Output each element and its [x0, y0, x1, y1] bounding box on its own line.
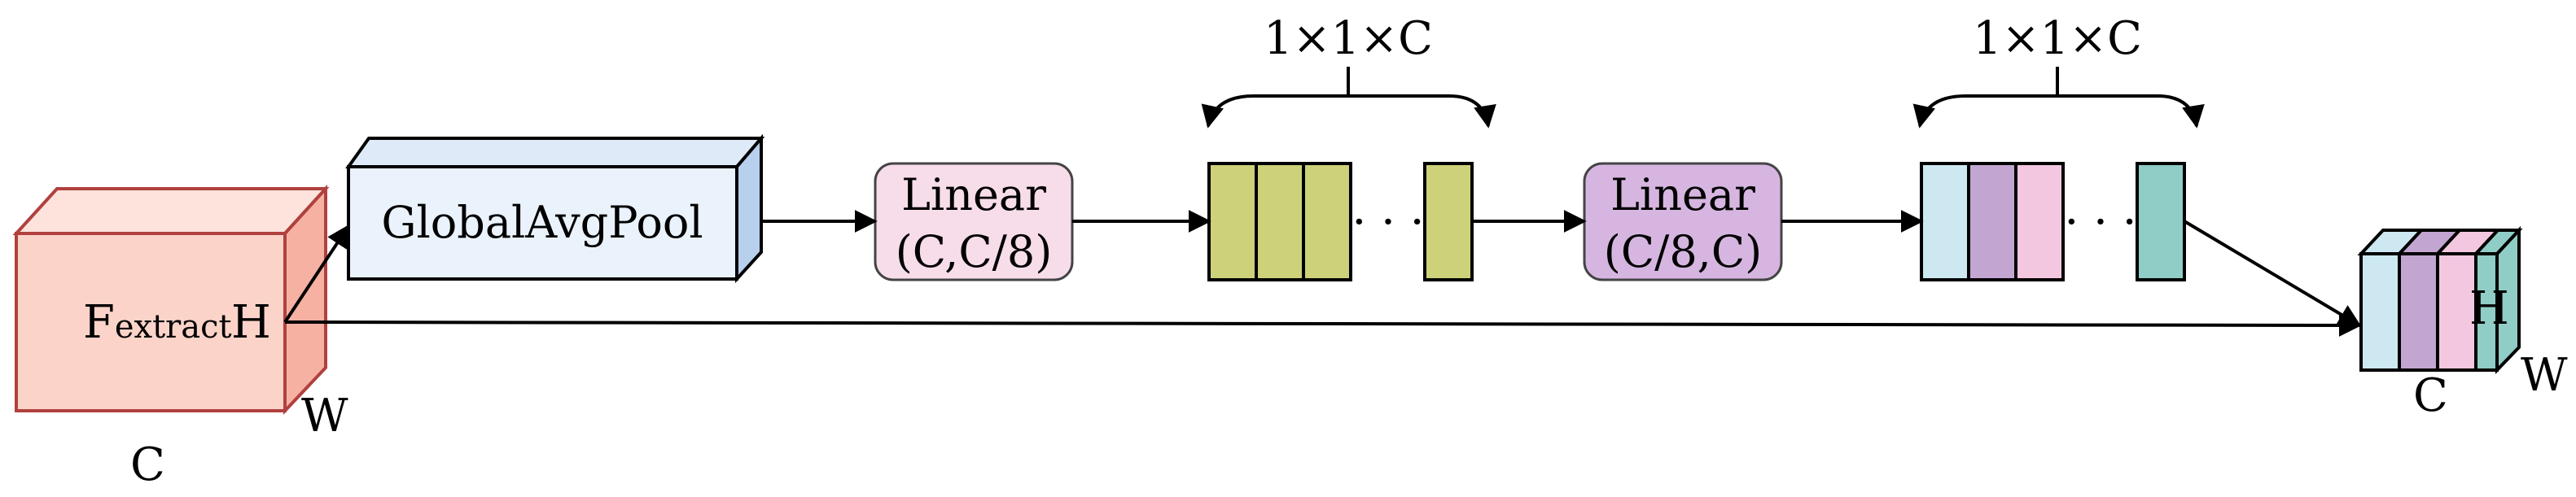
global-avg-pool-box — [345, 133, 765, 284]
vector1-ellipsis: · · · — [1352, 196, 1424, 249]
input-dim-h: H — [231, 296, 271, 349]
input-cube-front — [15, 232, 287, 412]
input-label: Fextract — [83, 296, 232, 349]
vector2-brace-label: 1×1×C — [1973, 12, 2142, 65]
vector2-cell — [2136, 162, 2186, 281]
output-slice — [2359, 252, 2401, 372]
vector1-brace-label: 1×1×C — [1264, 12, 1433, 65]
output-dim-h: H — [2469, 282, 2509, 335]
output-feature-cube — [2357, 225, 2523, 374]
pool-box-top — [345, 137, 765, 168]
arrow-vector2-to-output — [2183, 220, 2362, 327]
arrow-skip-input-to-output — [284, 313, 2362, 337]
vector1-cell — [1207, 162, 1258, 281]
vector2-cell — [1967, 162, 2017, 281]
vector1-cell — [1302, 162, 1352, 281]
linear2-label-line2: (C/8,C) — [1604, 226, 1762, 277]
vector1-cell — [1423, 162, 1474, 281]
pool-label: GlobalAvgPool — [381, 197, 703, 248]
input-dim-c: C — [130, 438, 165, 491]
vector1 — [1207, 162, 1474, 281]
output-dim-w: W — [2521, 349, 2568, 402]
input-cube-top — [12, 187, 330, 235]
output-dim-c: C — [2413, 369, 2448, 422]
linear2-label-line1: Linear — [1610, 169, 1755, 220]
arrow-input-to-pool — [283, 224, 350, 324]
vector2-brace — [1912, 94, 2205, 129]
vector2-ellipsis: · · · — [2064, 196, 2136, 249]
vector1-brace — [1201, 94, 1496, 129]
output-slice — [2474, 252, 2499, 372]
vector2 — [1920, 162, 2186, 281]
input-dim-w: W — [301, 390, 348, 443]
input-feature-cube — [12, 184, 330, 416]
vector2-cell — [1920, 162, 1970, 281]
linear1-label-line2: (C,C/8) — [896, 226, 1053, 277]
pool-box-front — [347, 165, 738, 281]
vector2-cell — [2014, 162, 2065, 281]
vector1-cell — [1255, 162, 1305, 281]
linear1-label-line1: Linear — [901, 169, 1046, 220]
output-slice — [2398, 252, 2439, 372]
